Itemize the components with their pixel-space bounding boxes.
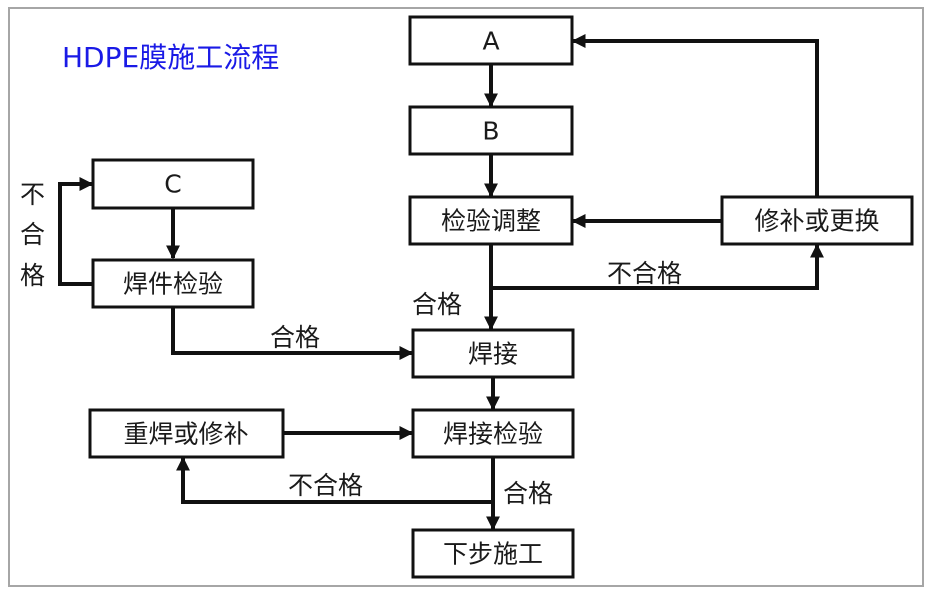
node-c: C (91, 158, 255, 210)
edge-inspect-adjust-to-repair-replace (491, 243, 824, 290)
node-c-label: C (164, 170, 181, 199)
label-fail-weldpiece-3: 格 (20, 261, 45, 290)
node-next-step: 下步施工 (411, 528, 575, 579)
node-weld-inspect: 焊接检验 (411, 408, 575, 459)
node-b: B (408, 105, 574, 156)
label-fail-weldpiece-2: 合 (20, 220, 45, 249)
label-fail-weldpiece-1: 不 (20, 180, 45, 209)
node-inspect-adjust: 检验调整 (408, 195, 574, 246)
node-weld-label: 焊接 (468, 340, 518, 369)
node-reweld-repair: 重焊或修补 (88, 408, 285, 459)
node-inspect-adjust-label: 检验调整 (441, 207, 541, 236)
label-pass-inspect-adjust: 合格 (412, 290, 462, 319)
label-fail-weld-inspect: 不合格 (288, 471, 363, 500)
label-pass-weldpiece: 合格 (270, 323, 320, 352)
node-next-step-label: 下步施工 (443, 540, 543, 569)
node-weld: 焊接 (411, 328, 575, 379)
node-a: A (408, 15, 574, 66)
edge-weld-inspect-to-reweld-repair (176, 456, 493, 504)
node-a-label: A (482, 27, 499, 56)
node-repair-replace: 修补或更换 (720, 195, 914, 246)
label-fail-inspect-adjust: 不合格 (607, 259, 682, 288)
node-weldpiece-inspect-label: 焊件检验 (123, 270, 223, 299)
node-reweld-repair-label: 重焊或修补 (123, 420, 248, 449)
node-b-label: B (482, 117, 499, 146)
label-pass-weld-inspect: 合格 (503, 479, 553, 508)
node-weld-inspect-label: 焊接检验 (443, 420, 543, 449)
edge-repair-replace-to-a (571, 34, 819, 197)
edge-weldpiece-inspect-to-weld (171, 307, 414, 360)
edges (58, 34, 824, 531)
node-weldpiece-inspect: 焊件检验 (91, 258, 255, 309)
diagram-title: HDPE膜施工流程 (62, 41, 280, 74)
edge-weldpiece-inspect-to-c (58, 177, 94, 286)
node-repair-replace-label: 修补或更换 (754, 207, 879, 236)
